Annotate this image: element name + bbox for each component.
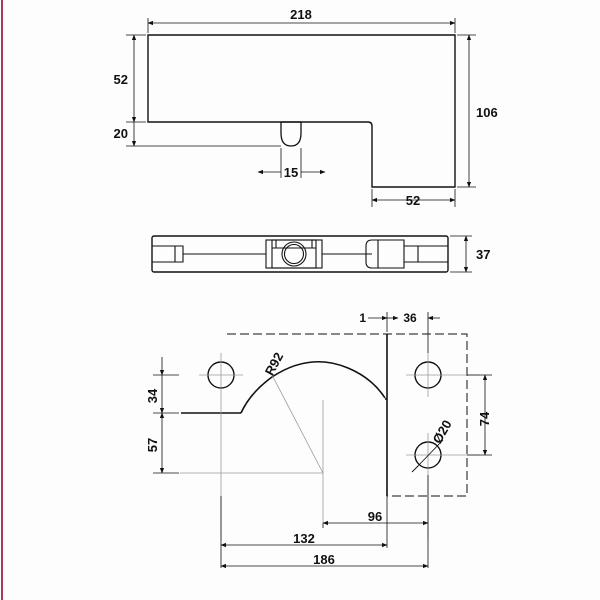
dim-96-label: 96 [368, 509, 382, 524]
section-view-internals [152, 239, 448, 269]
dim-R92-label: R92 [262, 350, 286, 378]
plan-view-holes [207, 361, 442, 469]
left-edge-stripe [1, 0, 3, 600]
plan-view-outline [181, 334, 388, 496]
dim-132-label: 132 [293, 531, 315, 546]
section-view-outline [151, 235, 449, 273]
dim-57-label: 57 [145, 438, 160, 452]
front-view-outline [147, 34, 456, 188]
dim-36-label: 36 [403, 311, 417, 325]
front-view-dimension-lines [126, 18, 476, 207]
dim-34-label: 34 [145, 388, 160, 403]
dim-20-label: 20 [114, 126, 128, 141]
dim-218-label: 218 [290, 7, 312, 22]
dim-15-label: 15 [284, 165, 298, 180]
dim-52-width-label: 52 [406, 193, 420, 208]
front-view-boss [280, 121, 302, 147]
section-view-dimension-lines [450, 235, 472, 273]
dim-37-label: 37 [476, 247, 490, 262]
plan-view-dashed-boundary [227, 333, 468, 497]
plan-view-centrelines [180, 353, 480, 540]
plan-view-dimension-lines [153, 312, 492, 569]
dim-186-label: 186 [313, 552, 335, 567]
dim-1-label: 1 [359, 311, 366, 325]
plan-view-hole-slash [411, 439, 444, 473]
dim-74-label: 74 [477, 411, 492, 426]
dim-106-label: 106 [476, 105, 498, 120]
dim-dia20-label: Ø20 [429, 417, 454, 446]
dim-52-height-label: 52 [114, 72, 128, 87]
